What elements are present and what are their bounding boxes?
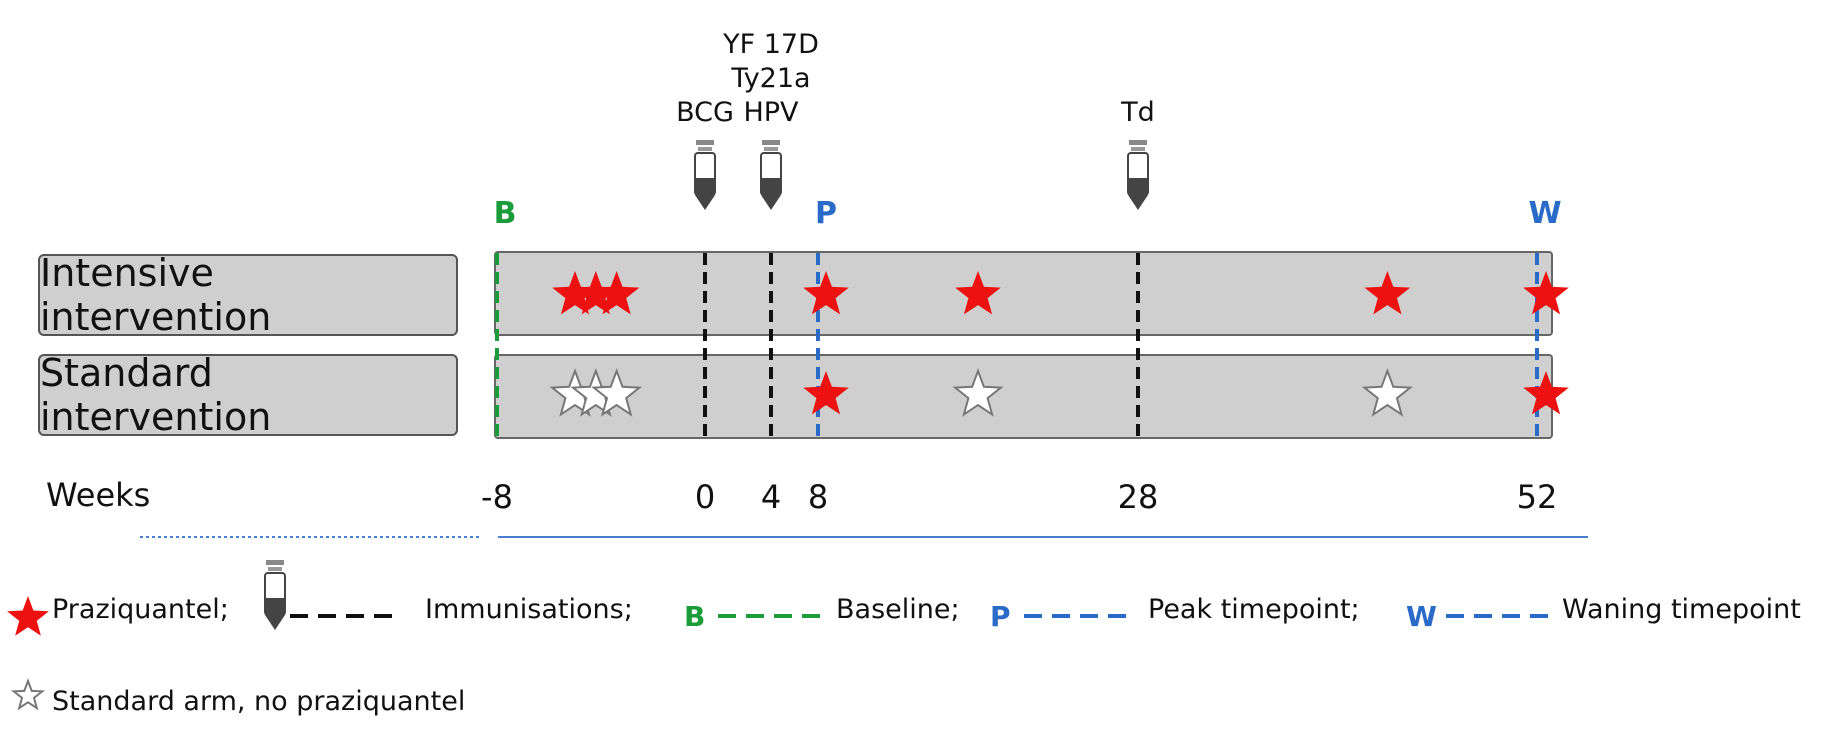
red-star-icon — [7, 596, 49, 636]
week-tick-label: 8 — [807, 478, 829, 516]
syringe-vial-icon — [1127, 140, 1149, 210]
red-star-icon — [955, 271, 1001, 315]
red-star-icon — [803, 271, 849, 315]
red-star-icon — [1523, 271, 1569, 315]
syringe-vial-icon — [264, 560, 286, 630]
vaccination-label: BCG — [676, 97, 734, 128]
open-star-icon — [591, 368, 643, 417]
legend-baseline-label: Baseline; — [836, 594, 960, 625]
legend-waning-label: Waning timepoint — [1562, 594, 1801, 625]
red-star-icon — [593, 271, 640, 315]
arm-label-standard: Standard intervention — [38, 351, 458, 439]
red-star-icon — [803, 371, 849, 415]
legend-praziquantel-label: Praziquantel; — [52, 594, 229, 625]
legend-immunisations-label: Immunisations; — [425, 594, 633, 625]
timepoint-letter: W — [1528, 196, 1562, 231]
syringe-vial-icon — [760, 140, 782, 210]
timepoint-letter: B — [493, 196, 517, 231]
week-tick-label: 28 — [1117, 478, 1159, 516]
red-star-icon — [552, 271, 598, 315]
red-star-icon — [1364, 271, 1411, 315]
open-star-icon — [10, 678, 46, 711]
week-tick-label: 0 — [694, 478, 716, 516]
legend-peak-letter: P — [990, 600, 1011, 633]
syringe-vial-icon — [694, 140, 716, 210]
legend-peak-label: Peak timepoint; — [1148, 594, 1360, 625]
legend-standard-arm-label: Standard arm, no praziquantel — [52, 686, 466, 717]
red-star-icon — [573, 271, 619, 315]
red-star-icon — [1523, 371, 1569, 415]
week-tick-label: 52 — [1516, 478, 1558, 516]
timepoint-letter: P — [815, 196, 837, 231]
week-tick-label: 4 — [760, 478, 782, 516]
arm-label-intensive: Intensive intervention — [38, 251, 458, 339]
open-star-icon — [952, 368, 1004, 417]
open-star-icon — [1361, 368, 1413, 417]
weeks-axis-title: Weeks — [46, 476, 151, 514]
legend-waning-letter: W — [1406, 600, 1437, 633]
week-tick-label: -8 — [481, 478, 513, 516]
vaccination-label: Td — [1121, 97, 1155, 128]
legend-baseline-letter: B — [684, 600, 706, 633]
